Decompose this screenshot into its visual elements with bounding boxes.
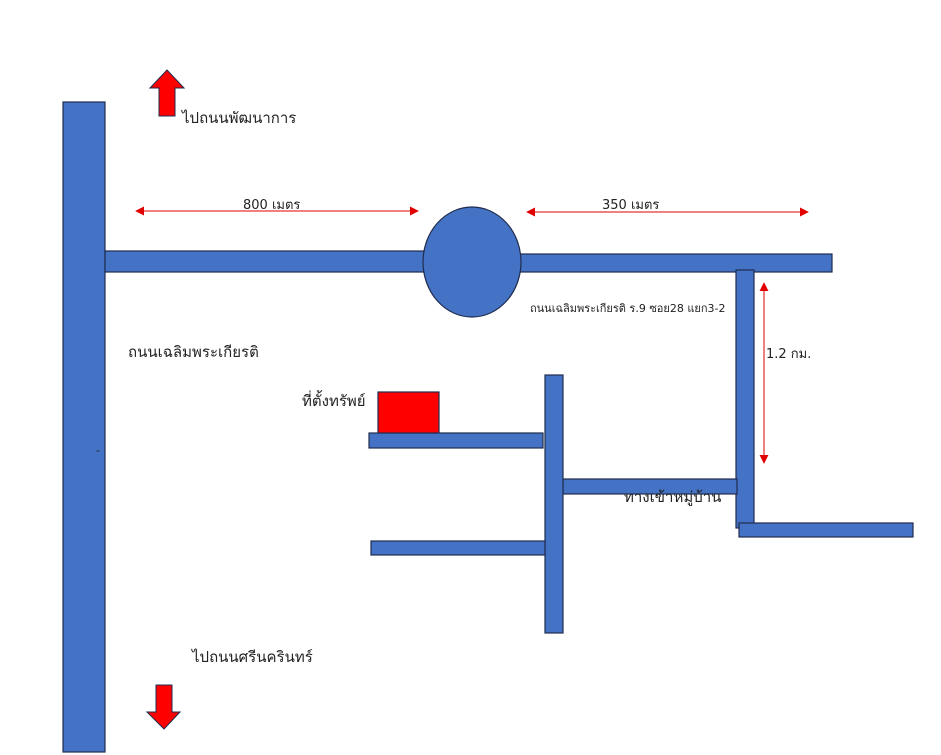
connector-road-left [104,250,426,273]
village-entrance-label: ทางเข้าหมู่บ้าน [624,488,722,506]
north-destination-label: ไปถนนพัฒนาการ [182,109,297,127]
arrow-up-icon [148,69,186,117]
south-destination-label: ไปถนนศรีนครินทร์ [192,648,313,666]
arrow-down-icon [145,684,182,730]
soi-vertical-right [735,269,755,529]
property-lane [368,432,544,449]
property-label: ที่ตั้งทรัพย์ [302,392,366,410]
property-marker [377,391,440,434]
distance-350m-label: 350 เมตร [602,198,660,213]
soi-name-label: ถนนเฉลิมพระเกียรติ ร.9 ซอย28 แยก3-2 [530,302,726,315]
main-road [62,101,106,753]
distance-800m-label: 800 เมตร [243,198,301,213]
lower-inner-lane [370,540,546,556]
connector-road-right [519,253,833,273]
inner-vertical-road [544,374,564,634]
stray-mark: - [96,444,100,457]
roundabout [422,206,522,318]
main-road-label: ถนนเฉลิมพระเกียรติ [128,343,259,361]
soi-bottom-right [738,522,914,538]
distance-1-2km-label: 1.2 กม. [766,347,812,362]
